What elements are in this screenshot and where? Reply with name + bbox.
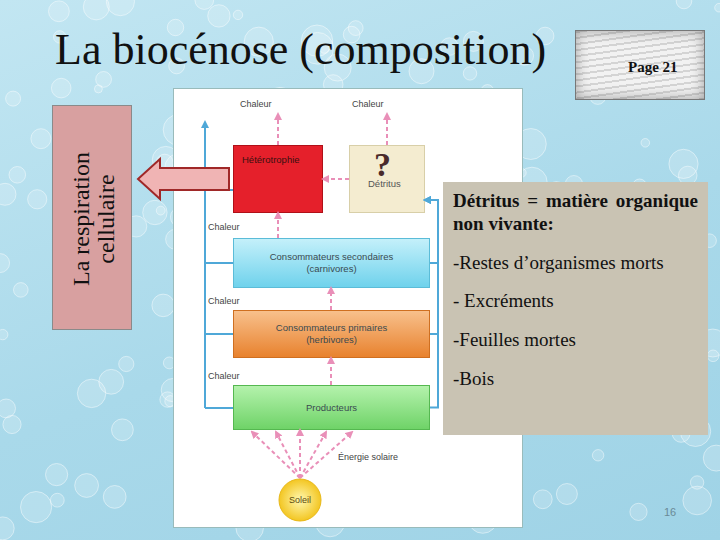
bubble <box>103 486 126 509</box>
bubble <box>0 254 10 273</box>
bubble <box>119 356 134 371</box>
bubble <box>715 3 720 12</box>
block-arrow <box>138 159 229 199</box>
heat-label: Chaleur <box>352 99 384 109</box>
bubble <box>703 445 720 471</box>
bubble <box>112 419 134 441</box>
process-box: La respiration cellulaire <box>52 105 132 330</box>
heterotrophy-box: Hétérotrophie <box>233 145 323 213</box>
bubble <box>143 200 167 224</box>
bubble <box>13 283 28 298</box>
bubble <box>707 350 719 362</box>
bubble <box>690 476 703 489</box>
edge-label: Énergie solaire <box>338 452 398 462</box>
flow-arrow <box>330 358 332 385</box>
bubble <box>20 492 51 523</box>
heat-label: Chaleur <box>240 99 272 109</box>
bubble <box>3 415 21 433</box>
flow-arrow <box>323 178 349 180</box>
sun-circle: Soleil <box>278 478 322 522</box>
heat-line <box>204 122 206 408</box>
bubble <box>0 399 15 418</box>
heat-arrow <box>277 114 279 145</box>
node-text: Consommateurs secondaires <box>270 251 394 263</box>
bubble <box>31 129 51 149</box>
bubble <box>156 206 165 215</box>
bubble <box>94 85 102 93</box>
bubble <box>0 329 8 339</box>
bubble <box>669 149 698 178</box>
node-text: Consommateurs primaires <box>276 322 387 334</box>
node-text: Soleil <box>289 495 311 505</box>
bubble <box>195 0 214 9</box>
node-text: Détritus <box>368 178 401 189</box>
node-text: - Excréments <box>453 290 698 313</box>
bubble <box>152 294 175 317</box>
node-text: La respiration cellulaire <box>53 106 133 331</box>
node-text: Producteurs <box>306 402 357 414</box>
heat-line <box>205 262 233 264</box>
node-text: Hétérotrophie <box>242 154 322 165</box>
bubble <box>0 183 16 205</box>
heat-label: Chaleur <box>208 296 240 306</box>
bubble <box>28 190 47 209</box>
heat-arrow <box>386 114 388 145</box>
bubble <box>50 493 64 507</box>
node-text: -Restes d’organismes morts <box>453 252 698 275</box>
bubble <box>6 91 21 106</box>
bubble <box>9 167 26 184</box>
flow-line <box>425 200 438 408</box>
definition-box: Détritus = matière organique non vivante… <box>443 182 708 435</box>
light-ray <box>252 432 300 478</box>
bubble <box>51 78 71 98</box>
heat-line <box>205 333 233 335</box>
bubble <box>156 154 173 171</box>
flow-line <box>425 200 438 263</box>
flow-arrow <box>299 430 301 478</box>
heat-label: Chaleur <box>208 371 240 381</box>
bubble <box>533 490 552 509</box>
bubble <box>641 139 650 148</box>
bubble <box>99 369 124 394</box>
bubble <box>676 0 692 9</box>
bubble <box>75 474 99 498</box>
light-ray <box>300 432 326 478</box>
page-number: 16 <box>664 506 676 518</box>
bubble <box>106 0 134 16</box>
node-text: -Feuilles mortes <box>453 329 698 352</box>
bubble <box>208 5 230 27</box>
bubble <box>233 10 242 19</box>
bubble <box>83 0 109 20</box>
heat-label: Chaleur <box>208 222 240 232</box>
bubble <box>77 379 105 407</box>
bubble <box>683 486 712 515</box>
bubble <box>49 1 70 22</box>
book-thumbnail: Page 21 <box>575 30 705 100</box>
trophic-level-band: Consommateurs primaires(herbivores) <box>233 310 430 358</box>
heat-line <box>205 189 233 191</box>
bubble <box>46 464 68 486</box>
node-text: -Bois <box>453 368 698 391</box>
trophic-level-band: Producteurs <box>233 385 430 430</box>
detritus-box: ?Détritus <box>349 145 425 213</box>
trophic-level-band: Consommateurs secondaires(carnivores) <box>233 238 430 288</box>
flow-line <box>425 200 438 334</box>
slide-title: La biocénose (composition) <box>55 26 575 74</box>
flow-arrow <box>277 213 279 238</box>
node-text: Détritus = matière organique non vivante… <box>453 190 698 236</box>
bubble <box>592 450 603 461</box>
bubble <box>556 484 577 505</box>
bubble <box>0 517 14 540</box>
node-text: (carnivores) <box>306 263 356 275</box>
node-text: Page 21 <box>628 59 678 76</box>
flow-arrow <box>330 288 332 310</box>
light-ray <box>276 432 300 478</box>
heat-line <box>205 407 233 409</box>
node-text: (herbivores) <box>306 334 357 346</box>
sun-circle <box>279 479 321 521</box>
bubble <box>630 503 647 520</box>
